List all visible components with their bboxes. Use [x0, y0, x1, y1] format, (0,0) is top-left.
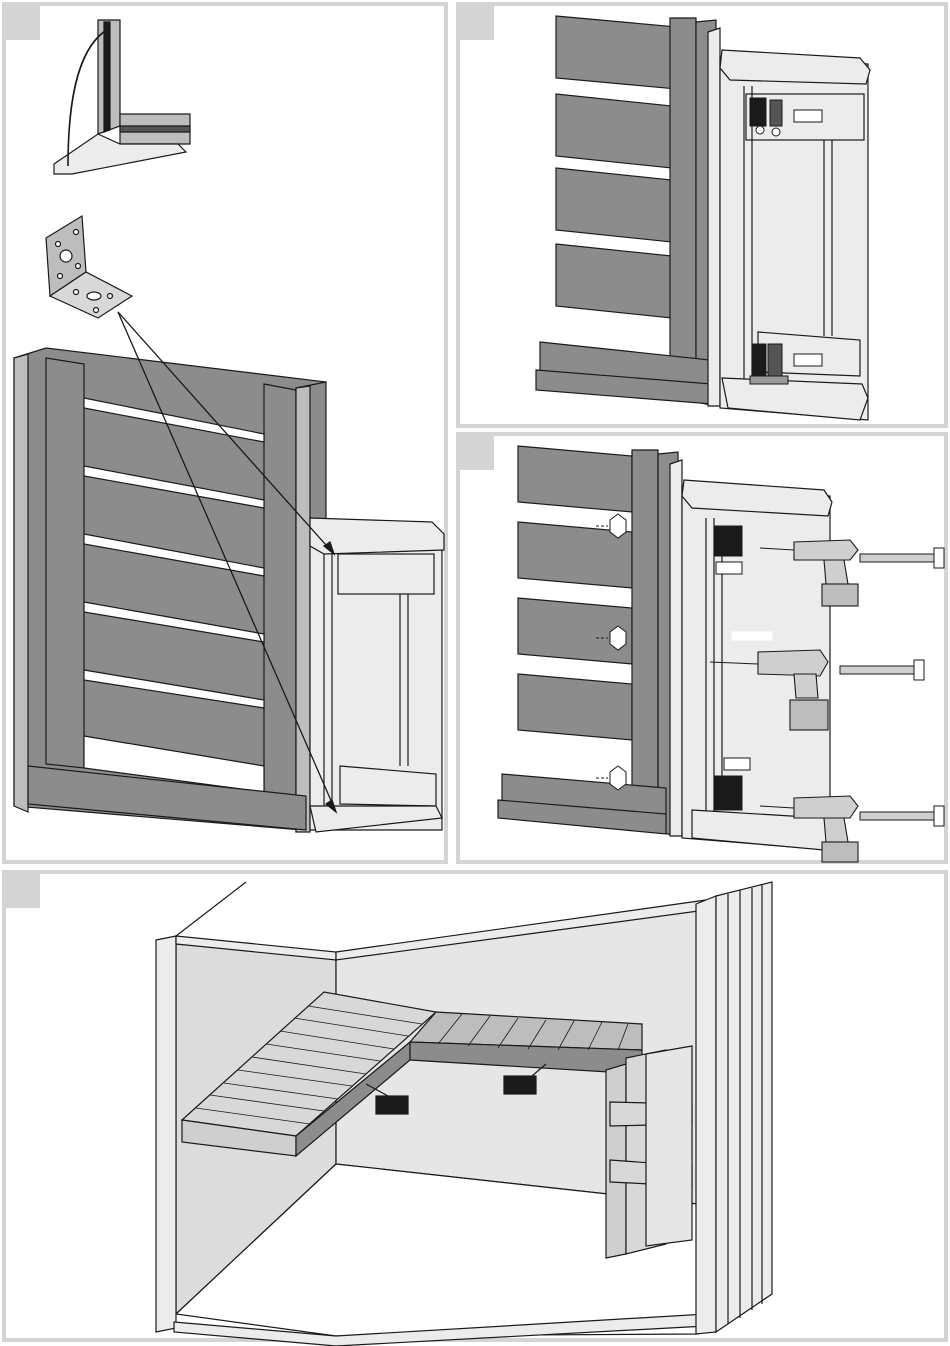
step-2-illustration: [460, 6, 950, 432]
step-4-illustration: [6, 874, 950, 1346]
backrest-frame: [536, 16, 716, 406]
angle-bracket-icon: [46, 216, 132, 318]
step-panel-3: [456, 432, 948, 864]
step-panel-4: [2, 870, 948, 1342]
corner-detail: [54, 20, 190, 174]
step-1-illustration: [6, 6, 452, 868]
bench-support-box: [310, 518, 444, 832]
step-panel-1: [2, 2, 448, 864]
step-3-illustration: [460, 436, 950, 868]
step-panel-2: [456, 2, 948, 428]
bench-support-box: [708, 28, 870, 420]
backrest-frame: [14, 348, 326, 832]
backrest-frame: [498, 446, 678, 836]
